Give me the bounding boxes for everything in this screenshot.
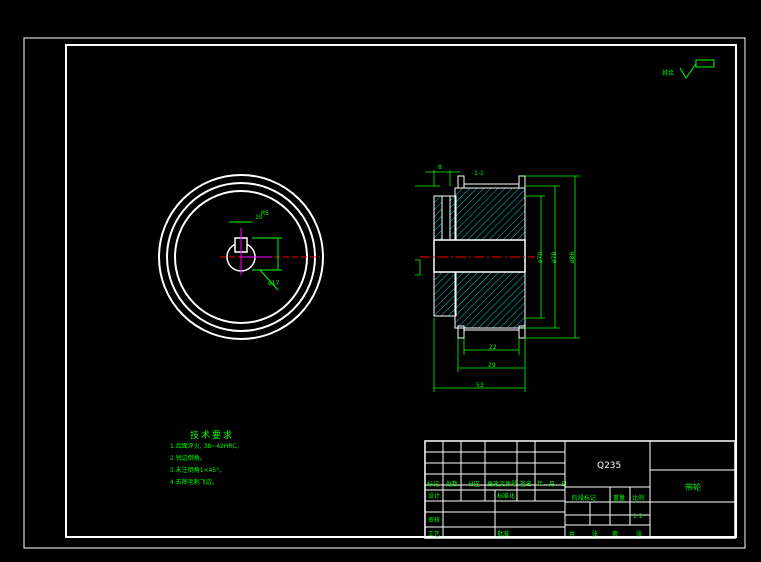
- tb-approve: 批准: [497, 531, 510, 538]
- tb-total: 共: [569, 531, 576, 538]
- dim-d3: ø78: [551, 251, 559, 264]
- tb-of: 第: [612, 531, 619, 538]
- tb-doc: 更改文件号: [487, 481, 518, 488]
- dim-bore: ø17: [268, 280, 280, 287]
- dim-d2: ø70: [537, 251, 545, 264]
- tb-review: 审核: [428, 517, 441, 524]
- tb-mark: 标记: [427, 481, 440, 488]
- note-2: 2.锐边倒角。: [170, 455, 206, 462]
- dim-w2: 29: [488, 362, 496, 369]
- dim-d4: ø88: [569, 251, 577, 264]
- dim-key: 10: [255, 214, 263, 221]
- technical-requirements: 技术要求 1.齿面淬火, 38~42HRC。 2.锐边倒角。 3.未注倒角1×4…: [170, 428, 242, 489]
- part-name: 带轮: [685, 483, 701, 492]
- tb-sign: 签名: [520, 481, 533, 488]
- tb-craft: 工艺: [428, 531, 441, 538]
- tb-zone: 分区: [468, 481, 481, 488]
- title-block: [424, 440, 736, 539]
- tb-sheet: 张: [592, 531, 599, 538]
- note-3: 3.未注倒角1×45°。: [170, 467, 226, 474]
- dim-r: R5: [261, 210, 269, 217]
- front-dims: [229, 221, 282, 291]
- inner-border: [65, 44, 737, 538]
- note-4: 4.去除毛刺飞边。: [170, 479, 218, 486]
- dim-section: 1-1: [474, 170, 484, 177]
- roughness-label: 其余: [662, 70, 675, 77]
- notes-title: 技术要求: [190, 431, 235, 441]
- dim-w3: 53: [476, 382, 484, 389]
- dim-d1: 8: [438, 164, 442, 171]
- outer-border: [23, 37, 746, 549]
- note-1: 1.齿面淬火, 38~42HRC。: [170, 443, 243, 450]
- tb-date: 年、月、日: [537, 481, 568, 488]
- material: Q235: [597, 461, 622, 471]
- tb-count: 处数: [446, 481, 459, 488]
- tb-page: 张: [636, 531, 643, 538]
- tb-stage: 阶段标记: [572, 495, 597, 502]
- tb-ratio: 比例: [632, 495, 645, 502]
- section-dims: [415, 170, 580, 392]
- tb-weight: 重量: [613, 495, 626, 502]
- tb-standard: 标准化: [497, 493, 516, 500]
- tb-design: 设计: [428, 493, 441, 500]
- scale: 1:1: [633, 513, 643, 520]
- roughness-symbol: [679, 59, 715, 79]
- section-view: [420, 175, 535, 339]
- dim-w1: 22: [489, 344, 497, 351]
